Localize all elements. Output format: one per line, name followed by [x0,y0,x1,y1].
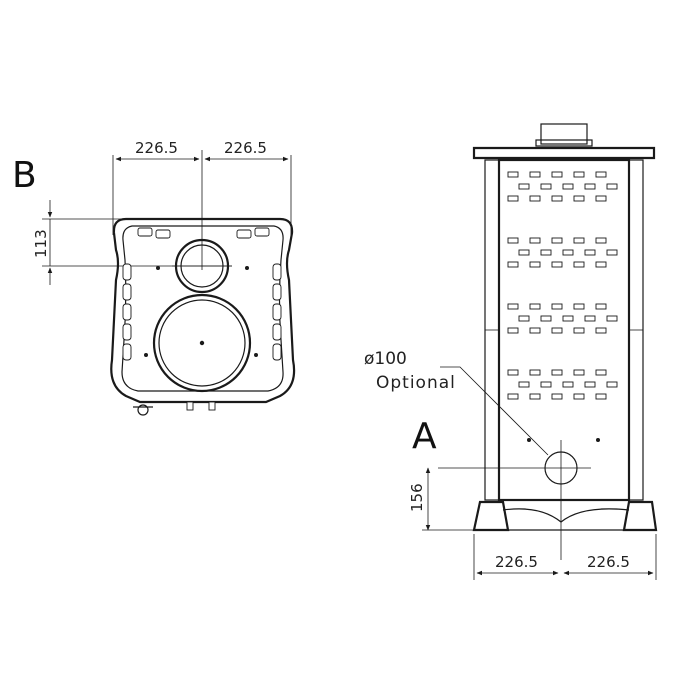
vent-slot [518,249,530,256]
vent-slot [518,183,530,190]
vent-slot [529,327,541,334]
view-a-label: A [412,416,437,457]
vent-slot [507,261,519,268]
vent-slot [507,327,519,334]
view-a-callout-optional: Optional [376,373,456,393]
vent-slot [562,315,574,322]
vent-slot [595,393,607,400]
view-a-flue-collar [540,123,588,145]
vent-slot [529,195,541,202]
vent-slot [573,195,585,202]
vent-slot [595,369,607,376]
vent-slot [551,171,563,178]
view-a-front: A ø100 Optional [364,123,658,580]
view-a-dim-right: 226.5 [587,553,630,571]
vent-slot [573,369,585,376]
vent-slot [529,369,541,376]
vent-slot [606,249,618,256]
vent-slot [540,183,552,190]
vent-slot [518,381,530,388]
vent-slot [540,249,552,256]
view-a-callout: ø100 Optional [364,349,549,456]
view-b-dim-left: 226.5 [135,139,178,157]
vent-slot [595,261,607,268]
vent-slot [551,303,563,310]
view-b-depth-dimension: 113 [32,200,232,285]
vent-slot [551,237,563,244]
vent-slot [562,249,574,256]
view-a-callout-diameter: ø100 [364,349,407,369]
vent-slot [551,261,563,268]
vent-slot [518,315,530,322]
view-a-width-dimension: 226.5 226.5 [473,534,657,580]
view-b-top: B 226.5 226.5 113 [12,139,296,416]
vent-slot [606,315,618,322]
vent-slot [584,249,596,256]
view-a-top-plate [472,146,656,160]
vent-slot [529,303,541,310]
vent-slot [507,393,519,400]
vent-slot [507,237,519,244]
view-a-dim-left: 226.5 [495,553,538,571]
vent-slot [595,327,607,334]
vent-slot [540,315,552,322]
vent-slot [595,237,607,244]
view-b-width-dimension: 226.5 226.5 [112,139,292,270]
vent-slot [606,183,618,190]
view-a-dim-vertical: 156 [408,483,426,512]
view-a-optional-outlet [438,438,600,560]
vent-slot [595,195,607,202]
view-b-body [110,217,296,404]
vent-slot [551,393,563,400]
vent-slot [584,183,596,190]
vent-slot [529,237,541,244]
vent-slot [606,381,618,388]
view-a-height-dimension: 156 [408,467,474,531]
vent-slot [584,315,596,322]
vent-slot [562,381,574,388]
vent-slot [573,261,585,268]
view-a-base [472,500,658,532]
view-b-dim-right: 226.5 [224,139,267,157]
view-b-flue-outlet [172,238,232,294]
vent-slot [573,171,585,178]
view-b-dim-vertical: 113 [32,229,50,258]
vent-slot [595,303,607,310]
view-b-bottom-controls [133,401,216,416]
view-a-body-panel [497,158,631,502]
vent-slot [573,327,585,334]
vent-slot [562,183,574,190]
view-b-round-plate [152,293,252,393]
vent-slot [595,171,607,178]
vent-slot [573,237,585,244]
vent-slot [529,171,541,178]
view-a-vent-slots [507,171,618,400]
vent-slot [551,195,563,202]
vent-slot [573,393,585,400]
vent-slot [507,195,519,202]
vent-slot [573,303,585,310]
vent-slot [507,369,519,376]
vent-slot [540,381,552,388]
vent-slot [529,393,541,400]
vent-slot [507,171,519,178]
vent-slot [584,381,596,388]
vent-slot [551,369,563,376]
vent-slot [529,261,541,268]
vent-slot [507,303,519,310]
vent-slot [551,327,563,334]
view-b-label: B [12,155,37,196]
